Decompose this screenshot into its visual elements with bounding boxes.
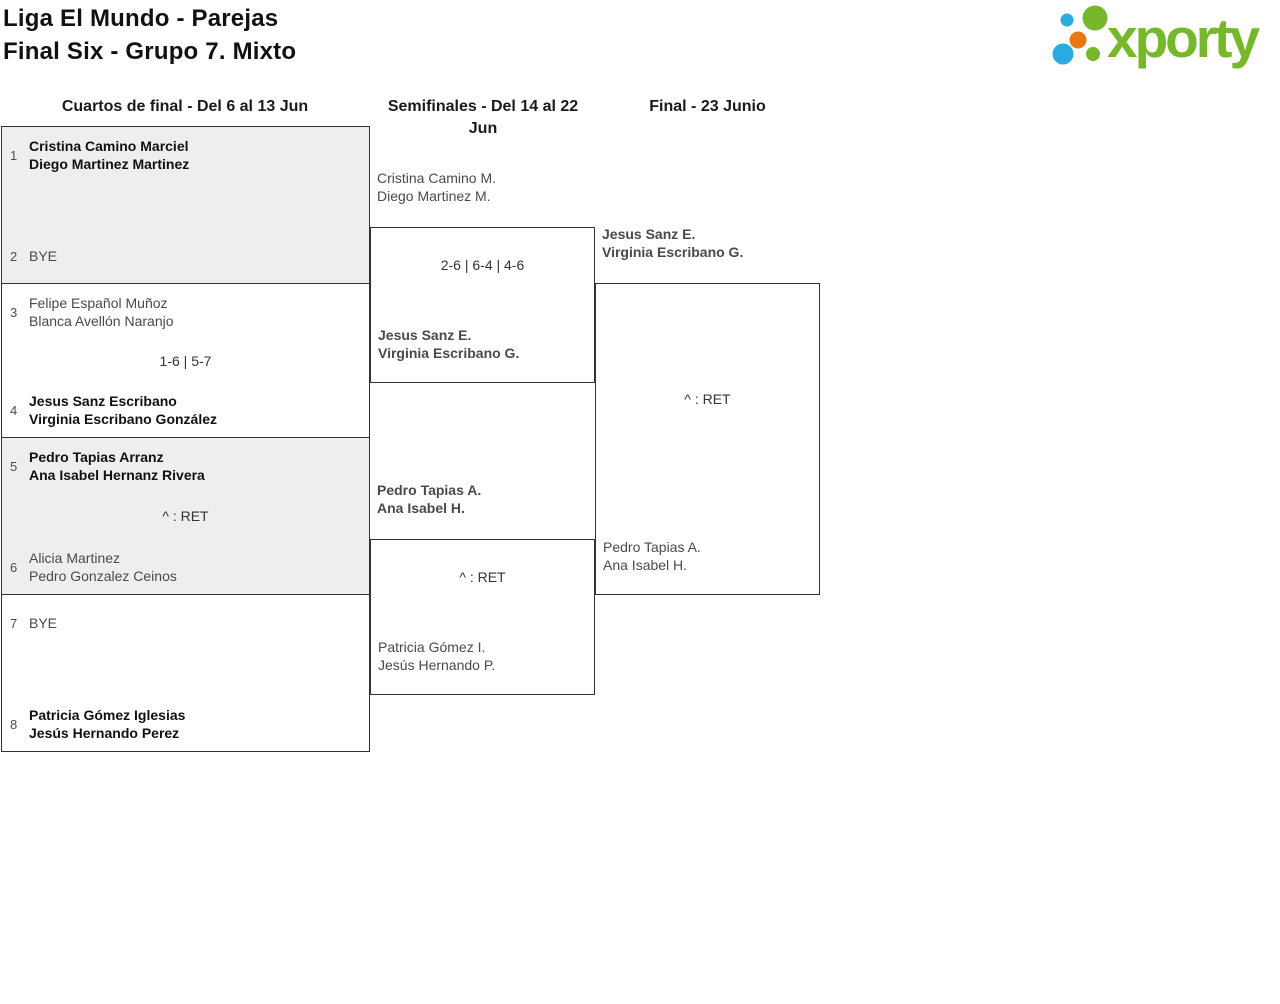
seed-number: 4 (10, 402, 18, 418)
team-pair: Cristina Camino Marciel Diego Martinez M… (29, 138, 190, 172)
seed-number: 2 (10, 248, 18, 264)
match-score: ^ : RET (459, 569, 506, 585)
match-box-qf2: 3 Felipe Español Muñoz Blanca Avellón Na… (1, 283, 370, 438)
seed-number: 7 (10, 615, 18, 631)
team-pair: Pedro Tapias Arranz Ana Isabel Hernanz R… (29, 449, 205, 483)
match-box-qf1: 1 Cristina Camino Marciel Diego Martinez… (1, 126, 370, 284)
match-score: 2-6 | 6-4 | 4-6 (440, 257, 525, 273)
seed-number: 1 (10, 147, 18, 163)
team-pair: Pedro Tapias A. Ana Isabel H. (603, 539, 701, 573)
logo-dots-icon (1052, 5, 1108, 65)
team-pair: Alicia Martinez Pedro Gonzalez Ceinos (29, 550, 177, 584)
match-box-sf2: ^ : RET Patricia Gómez I. Jesús Hernando… (370, 539, 595, 695)
match-score: ^ : RET (684, 391, 731, 407)
team-pair: Felipe Español Muñoz Blanca Avellón Nara… (29, 295, 174, 329)
team-pair: Cristina Camino M. Diego Martinez M. (377, 170, 497, 204)
round-header-semifinals: Semifinales - Del 14 al 22 Jun (387, 98, 579, 137)
logo-wordmark: xporty (1107, 7, 1261, 69)
seed-number: 5 (10, 458, 18, 474)
team-pair: BYE (29, 248, 58, 264)
seed-number: 8 (10, 716, 18, 732)
team-pair: Pedro Tapias A. Ana Isabel H. (377, 482, 482, 516)
match-box-qf3: 5 Pedro Tapias Arranz Ana Isabel Hernanz… (1, 437, 370, 595)
team-pair: Patricia Gómez Iglesias Jesús Hernando P… (29, 707, 186, 741)
team-pair: Jesus Sanz Escribano Virginia Escribano … (29, 393, 218, 427)
match-score: ^ : RET (162, 508, 209, 524)
team-pair: Jesus Sanz E. Virginia Escribano G. (602, 226, 744, 260)
seed-number: 6 (10, 559, 18, 575)
team-pair: Jesus Sanz E. Virginia Escribano G. (378, 327, 520, 361)
team-pair: BYE (29, 615, 58, 631)
round-header-final: Final - 23 Junio (649, 98, 766, 115)
match-score: 1-6 | 5-7 (159, 352, 212, 369)
round-header-quarterfinals: Cuartos de final - Del 6 al 13 Jun (61, 98, 309, 115)
xporty-logo[interactable]: xporty (1049, 3, 1277, 75)
team-pair: Patricia Gómez I. Jesús Hernando P. (378, 639, 496, 673)
match-box-final: ^ : RET Pedro Tapias A. Ana Isabel H. (595, 283, 820, 595)
page-title: Liga El Mundo - Parejas Final Six - Grup… (3, 2, 296, 68)
seed-number: 3 (10, 304, 18, 320)
group-name: Final Six - Grupo 7. Mixto (3, 38, 297, 65)
match-box-sf1: 2-6 | 6-4 | 4-6 Jesus Sanz E. Virginia E… (370, 227, 595, 383)
tournament-name: Liga El Mundo - Parejas (3, 5, 279, 32)
match-box-qf4: 7 BYE 8 Patricia Gómez Iglesias Jesús He… (1, 594, 370, 752)
